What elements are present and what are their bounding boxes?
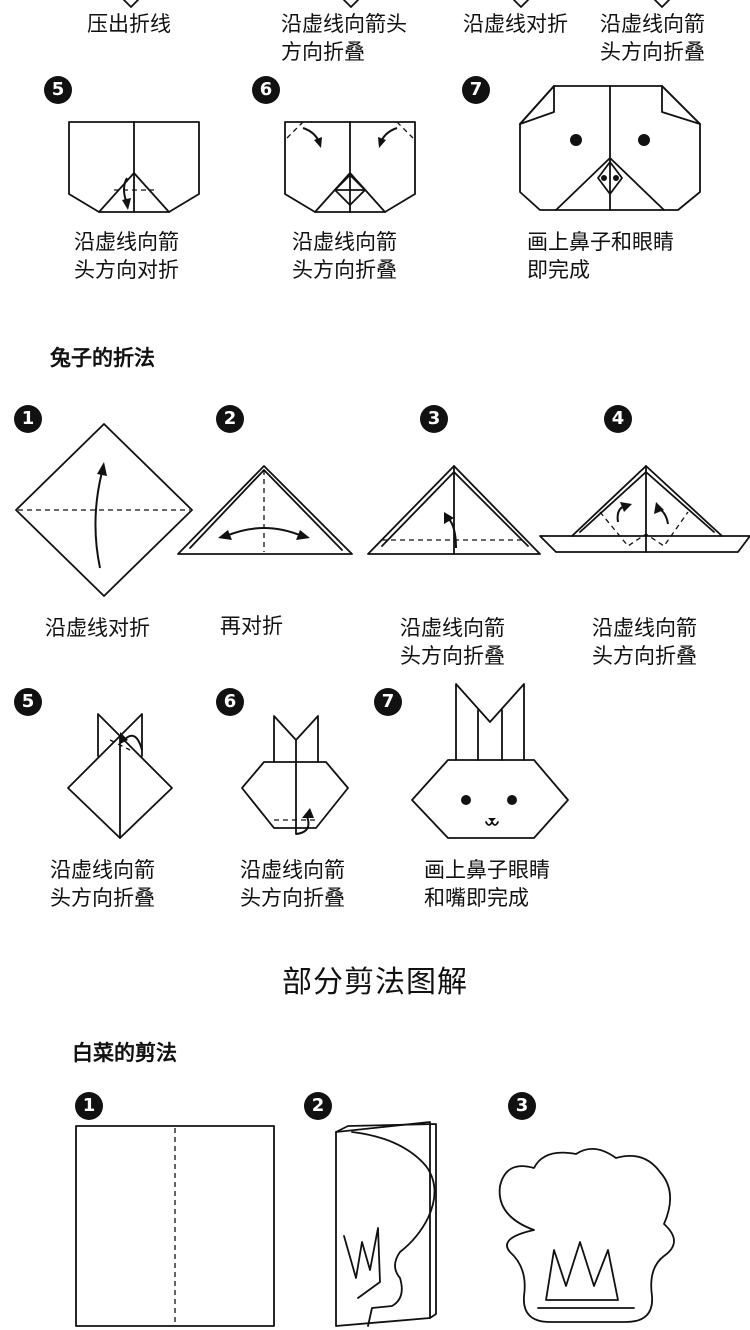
cabbage-step-1-diagram: [75, 1125, 275, 1327]
dog-step-6-number: 6: [252, 76, 280, 104]
rabbit-step-7-number: 7: [374, 688, 402, 716]
rabbit-step-2-diagram: [177, 465, 353, 555]
rabbit-step-1-caption: 沿虚线对折: [45, 616, 150, 640]
rabbit-step-3-diagram: [367, 465, 541, 555]
rabbit-step-2-caption: 再对折: [220, 614, 283, 638]
cabbage-section-title: 白菜的剪法: [72, 1041, 177, 1065]
dog-step-5-number: 5: [44, 76, 72, 104]
top-caption-3: 沿虚线对折: [463, 12, 568, 36]
rabbit-step-6-diagram: [241, 715, 349, 835]
cabbage-step-1-number: 1: [75, 1092, 103, 1120]
rabbit-step-1-number: 1: [14, 405, 42, 433]
rabbit-step-5-caption: 沿虚线向箭 头方向折叠: [50, 858, 155, 910]
dog-finished-face: [519, 85, 701, 211]
top-caption-1: 压出折线: [87, 12, 171, 36]
dog-step-5-diagram: [68, 121, 200, 213]
cabbage-step-3-number: 3: [508, 1092, 536, 1120]
rabbit-step-3-caption: 沿虚线向箭 头方向折叠: [400, 616, 505, 668]
cabbage-step-2-number: 2: [304, 1092, 332, 1120]
rabbit-step-5-diagram: [67, 713, 173, 839]
dog-step-5-caption: 沿虚线向箭 头方向对折: [74, 230, 179, 282]
rabbit-step-4-diagram: [539, 465, 750, 553]
top-caption-4: 沿虚线向箭 头方向折叠: [600, 12, 705, 64]
dog-step-7-number: 7: [462, 76, 490, 104]
rabbit-step-1-diagram: [15, 423, 193, 597]
top-caption-2: 沿虚线向箭头 方向折叠: [281, 12, 407, 64]
rabbit-step-7-caption: 画上鼻子眼睛 和嘴即完成: [424, 858, 550, 910]
cutting-section-title: 部分剪法图解: [282, 965, 468, 1000]
rabbit-step-2-number: 2: [216, 405, 244, 433]
rabbit-step-4-number: 4: [604, 405, 632, 433]
dog-step-6-diagram: [284, 121, 416, 213]
rabbit-step-4-caption: 沿虚线向箭 头方向折叠: [592, 616, 697, 668]
rabbit-finished-face: [411, 683, 569, 839]
dog-step-7-caption: 画上鼻子和眼睛 即完成: [527, 230, 674, 282]
rabbit-step-5-number: 5: [14, 688, 42, 716]
rabbit-step-6-caption: 沿虚线向箭 头方向折叠: [240, 858, 345, 910]
rabbit-step-6-number: 6: [216, 688, 244, 716]
cabbage-step-2-diagram: [335, 1121, 437, 1327]
top-step-arrows: [123, 0, 670, 8]
rabbit-step-3-number: 3: [420, 405, 448, 433]
dog-step-6-caption: 沿虚线向箭 头方向折叠: [292, 230, 397, 282]
rabbit-section-title: 兔子的折法: [50, 346, 155, 370]
cabbage-step-3-diagram: [498, 1148, 675, 1323]
